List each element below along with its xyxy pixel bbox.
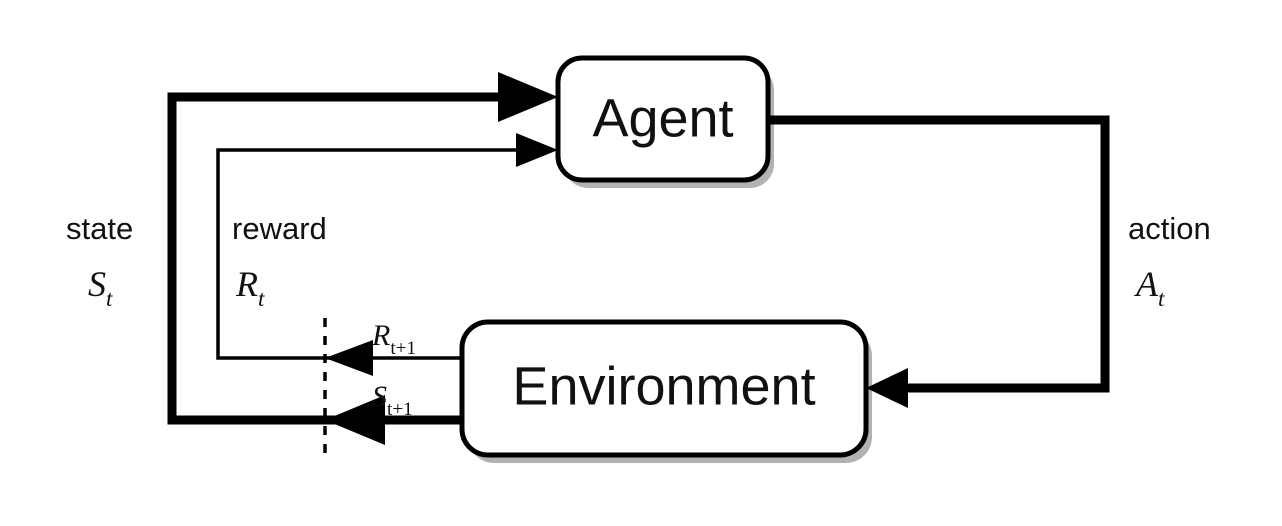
label-action: action At bbox=[1128, 211, 1211, 311]
action-symbol-sub: t bbox=[1158, 285, 1165, 311]
state-symbol: St bbox=[88, 264, 113, 311]
agent-label: Agent bbox=[592, 88, 733, 148]
label-state: state St bbox=[66, 211, 133, 311]
reward-symbol-sub: t bbox=[258, 285, 265, 311]
reward-symbol-base: R bbox=[235, 264, 258, 304]
state-next-base: S bbox=[372, 380, 387, 413]
state-next-symbol: St+1 bbox=[372, 380, 413, 420]
action-symbol: At bbox=[1134, 264, 1165, 311]
state-symbol-base: S bbox=[88, 264, 106, 304]
reward-next-symbol: Rt+1 bbox=[371, 319, 416, 359]
state-arrowhead-icon bbox=[498, 72, 558, 122]
edge-reward bbox=[216, 133, 558, 376]
edge-state bbox=[167, 72, 558, 445]
edge-action bbox=[768, 115, 1110, 408]
reward-symbol: Rt bbox=[235, 264, 265, 311]
reward-arrowhead-icon bbox=[516, 133, 558, 167]
action-symbol-base: A bbox=[1134, 264, 1159, 304]
state-word: state bbox=[66, 211, 133, 246]
environment-label: Environment bbox=[512, 356, 815, 416]
label-reward: reward Rt bbox=[232, 211, 327, 311]
action-path bbox=[768, 115, 1110, 393]
action-word: action bbox=[1128, 211, 1211, 246]
state-symbol-sub: t bbox=[106, 285, 113, 311]
reward-next-arrowhead-icon bbox=[325, 340, 373, 376]
node-environment[interactable]: Environment bbox=[459, 319, 872, 463]
label-state-next: St+1 bbox=[372, 380, 413, 420]
state-path bbox=[167, 92, 505, 425]
reward-word: reward bbox=[232, 211, 327, 246]
reward-next-sub: t+1 bbox=[390, 338, 416, 359]
environment-box bbox=[459, 319, 869, 458]
state-next-arrowhead-icon bbox=[325, 395, 385, 445]
node-agent[interactable]: Agent bbox=[555, 55, 774, 188]
agent-box bbox=[555, 55, 771, 183]
action-arrowhead-icon bbox=[866, 368, 908, 408]
reward-next-base: R bbox=[371, 319, 390, 352]
label-reward-next: Rt+1 bbox=[371, 319, 416, 359]
state-next-sub: t+1 bbox=[387, 399, 413, 420]
